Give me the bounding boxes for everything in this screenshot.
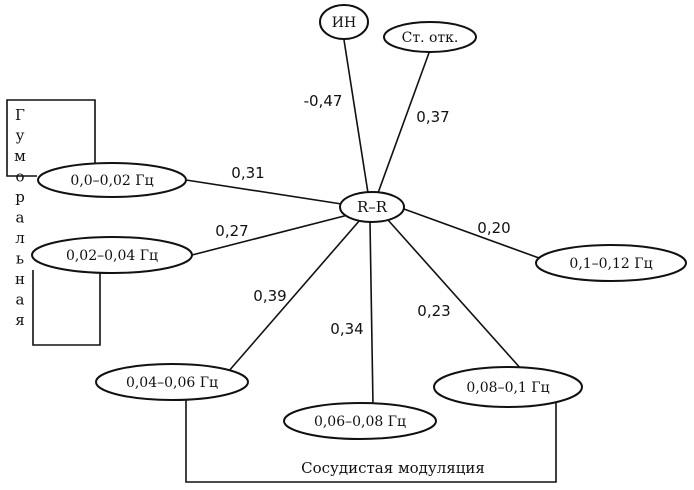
edge-st-otk — [377, 49, 431, 194]
humoral-letter: а — [16, 291, 25, 309]
humoral-letter: н — [15, 270, 25, 288]
edge-f4 — [369, 221, 374, 407]
edge-label-f2: 0,27 — [215, 222, 248, 240]
edge-labels: -0,47 0,37 0,31 0,27 0,39 0,34 0,23 0,20 — [215, 92, 510, 338]
node-f6-label: 0,1–0,12 Гц — [569, 256, 652, 272]
edge-f5 — [387, 219, 523, 371]
humoral-letter: ь — [16, 250, 24, 268]
edge-in — [343, 39, 369, 194]
edge-f2 — [191, 213, 353, 256]
node-f1: 0,0–0,02 Гц — [37, 162, 187, 198]
edge-label-in: -0,47 — [304, 92, 343, 110]
node-f3: 0,04–0,06 Гц — [95, 363, 249, 401]
edge-label-f1: 0,31 — [231, 164, 264, 182]
humoral-bracket-line — [6, 99, 96, 177]
edge-label-f5: 0,23 — [417, 302, 450, 320]
node-f2: 0,02–0,04 Гц — [31, 236, 193, 274]
humoral-letter: р — [15, 188, 25, 206]
node-st-otk: Ст. отк. — [383, 21, 477, 53]
humoral-letter: у — [16, 127, 25, 145]
node-f5: 0,08–0,1 Гц — [433, 366, 583, 408]
node-f2-label: 0,02–0,04 Гц — [66, 248, 158, 264]
nodes: ИН Ст. отк. 0,0–0,02 Гц 0,02–0,04 Гц 0,0… — [31, 4, 687, 440]
node-f4-label: 0,06–0,08 Гц — [314, 414, 406, 430]
node-in-label: ИН — [332, 15, 356, 31]
edge-f6 — [403, 208, 551, 263]
vascular-label: Сосудистая модуляция — [301, 459, 485, 477]
node-f1-label: 0,0–0,02 Гц — [70, 173, 153, 189]
node-center-label: R–R — [357, 198, 388, 216]
node-center: R–R — [339, 191, 405, 223]
humoral-letter: Г — [15, 106, 25, 124]
node-f5-label: 0,08–0,1 Гц — [466, 380, 549, 396]
node-st-otk-label: Ст. отк. — [402, 30, 459, 46]
node-in: ИН — [319, 4, 369, 40]
node-f3-label: 0,04–0,06 Гц — [126, 375, 218, 391]
humoral-letter: о — [15, 168, 24, 186]
humoral-letter: л — [15, 229, 25, 247]
edge-f1 — [185, 179, 349, 206]
vascular-bracket-line — [185, 398, 557, 483]
edge-label-f3: 0,39 — [253, 287, 286, 305]
edge-label-st-otk: 0,37 — [416, 108, 449, 126]
node-f6: 0,1–0,12 Гц — [535, 244, 687, 282]
node-f4: 0,06–0,08 Гц — [283, 402, 437, 440]
humoral-letter: м — [14, 147, 26, 165]
edges — [185, 39, 551, 407]
edge-label-f6: 0,20 — [477, 219, 510, 237]
edge-label-f4: 0,34 — [330, 320, 363, 338]
humoral-letter: а — [16, 209, 25, 227]
vascular-bracket: Сосудистая модуляция — [185, 398, 557, 483]
humoral-bracket-line-lower — [32, 270, 101, 346]
edge-f3 — [227, 219, 361, 373]
humoral-letter: я — [15, 311, 24, 329]
